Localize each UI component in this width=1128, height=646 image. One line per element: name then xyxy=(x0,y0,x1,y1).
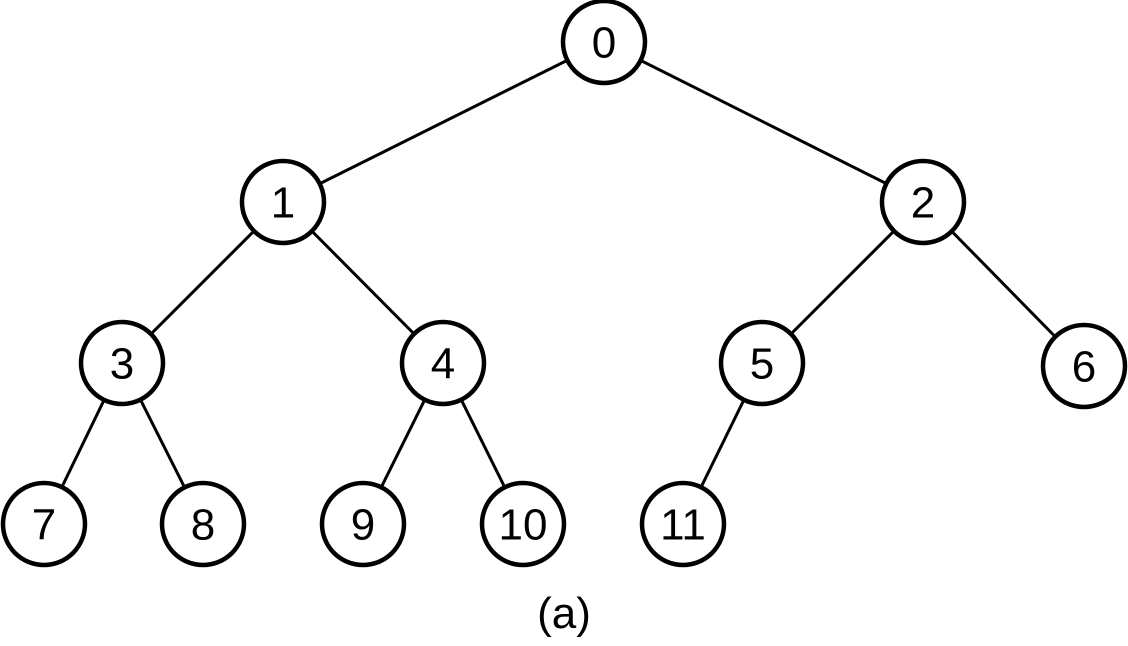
node-label: 1 xyxy=(271,178,295,227)
node-label: 8 xyxy=(191,500,215,549)
node-label: 7 xyxy=(32,500,56,549)
node-circle xyxy=(0,480,88,568)
tree-node-3: 3 xyxy=(78,319,166,407)
tree-node-5: 5 xyxy=(718,319,806,407)
node-circle xyxy=(718,319,806,407)
tree-node-1: 1 xyxy=(239,158,327,246)
tree-node-6: 6 xyxy=(1040,322,1128,410)
node-label: 11 xyxy=(660,500,706,549)
node-circle xyxy=(479,480,567,568)
node-circle xyxy=(239,158,327,246)
node-label: 9 xyxy=(351,500,375,549)
tree-node-9: 9 xyxy=(319,480,407,568)
tree-node-11: 11 xyxy=(639,480,727,568)
node-label: 2 xyxy=(911,178,935,227)
node-circle xyxy=(879,158,967,246)
node-label: 6 xyxy=(1072,342,1096,391)
node-label: 4 xyxy=(431,339,455,388)
node-circle xyxy=(1040,322,1128,410)
node-label: 3 xyxy=(110,339,134,388)
node-label: 0 xyxy=(592,18,616,67)
tree-node-4: 4 xyxy=(399,319,487,407)
tree-node-2: 2 xyxy=(879,158,967,246)
tree-node-10: 10 xyxy=(479,480,567,568)
tree-node-8: 8 xyxy=(159,480,247,568)
tree-edge-0-2 xyxy=(603,40,924,204)
tree-node-7: 7 xyxy=(0,480,88,568)
tree-edge-0-1 xyxy=(282,40,605,204)
node-circle xyxy=(560,0,648,86)
node-circle xyxy=(78,319,166,407)
node-label: 5 xyxy=(750,339,774,388)
node-circle xyxy=(639,480,727,568)
node-circle xyxy=(159,480,247,568)
node-circle xyxy=(319,480,407,568)
tree-node-0: 0 xyxy=(560,0,648,86)
node-circle xyxy=(399,319,487,407)
figure-caption: (a) xyxy=(537,589,591,638)
node-label: 10 xyxy=(499,500,548,549)
